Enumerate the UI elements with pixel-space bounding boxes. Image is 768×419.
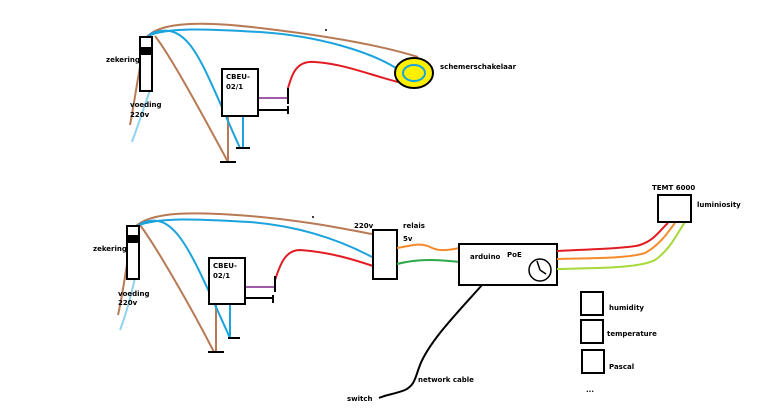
arduino-label: arduino: [470, 253, 501, 261]
temt-sensor-label: TEMT 6000: [652, 184, 695, 192]
temt-sensor-measure: luminiosity: [697, 201, 741, 209]
wire-lime-sensor: [556, 221, 686, 270]
bottom-wire-brown-main: [133, 212, 373, 235]
bottom-wire-blue-down: [139, 219, 231, 339]
top-module: [221, 68, 259, 117]
top-wire-red: [287, 60, 399, 89]
switch-label: switch: [347, 395, 373, 403]
bottom-circuit: zekering voeding 220v CBEU- 02/1 220v re…: [93, 184, 741, 403]
bottom-module-label-1: CBEU-: [213, 262, 237, 270]
network-cable: [378, 284, 483, 399]
arduino-poe-label: PoE: [507, 251, 522, 259]
top-fuse-label: zekering: [106, 56, 140, 64]
top-switch-label: schemerschakelaar: [440, 63, 517, 71]
bottom-wire-blue-main: [136, 218, 373, 258]
bottom-fuse-label: zekering: [93, 245, 127, 253]
top-circuit: zekering voeding 220v CBEU- 02/1 schemer…: [106, 22, 517, 163]
wire-red-sensor: [556, 222, 669, 252]
top-module-label-2: 02/1: [226, 83, 243, 91]
bottom-module-label-2: 02/1: [213, 272, 230, 280]
top-wire-blue-main: [147, 28, 397, 69]
pascal-label: Pascal: [609, 363, 634, 371]
top-supply-label-2: 220v: [130, 111, 150, 119]
top-dot: [325, 29, 327, 31]
top-fuse-band: [140, 47, 152, 55]
temperature-label: temperature: [607, 330, 657, 338]
top-wire-brown-main: [145, 22, 419, 58]
wire-green-relay: [396, 259, 461, 265]
relay-label: relais: [403, 222, 425, 230]
bottom-dot: [312, 216, 314, 218]
more-sensors-ellipsis: ...: [586, 386, 594, 394]
clock-icon: [528, 258, 552, 282]
relay: [372, 229, 398, 280]
temt-sensor: [657, 194, 692, 223]
bottom-wire-brown-down: [139, 224, 215, 353]
bottom-supply-label-1: voeding: [118, 290, 150, 298]
bottom-wire-red: [274, 248, 374, 281]
humidity-sensor: [580, 291, 604, 316]
bottom-fuse: [126, 225, 140, 280]
wire-orange-sensor: [556, 222, 676, 260]
temperature-sensor: [580, 319, 604, 344]
bottom-fuse-band: [127, 235, 139, 243]
top-wire-blue-down: [149, 29, 241, 149]
bottom-module: [208, 257, 246, 305]
pascal-sensor: [581, 349, 605, 374]
top-wire-brown-down: [154, 35, 229, 163]
humidity-label: humidity: [609, 304, 644, 312]
top-fuse: [139, 36, 153, 92]
relay-voltage-high: 220v: [354, 222, 374, 230]
top-module-label-1: CBEU-: [226, 73, 250, 81]
network-cable-label: network cable: [418, 376, 474, 384]
relay-voltage-low: 5v: [403, 235, 413, 243]
top-twilight-switch: [394, 57, 434, 89]
top-supply-label-1: voeding: [130, 101, 162, 109]
wire-orange-relay: [396, 243, 461, 252]
top-twilight-switch-inner: [402, 64, 426, 82]
top-wire-lightblue-supply: [131, 89, 151, 143]
bottom-supply-label-2: 220v: [118, 299, 138, 307]
bottom-wire-lightblue-supply: [119, 277, 136, 331]
